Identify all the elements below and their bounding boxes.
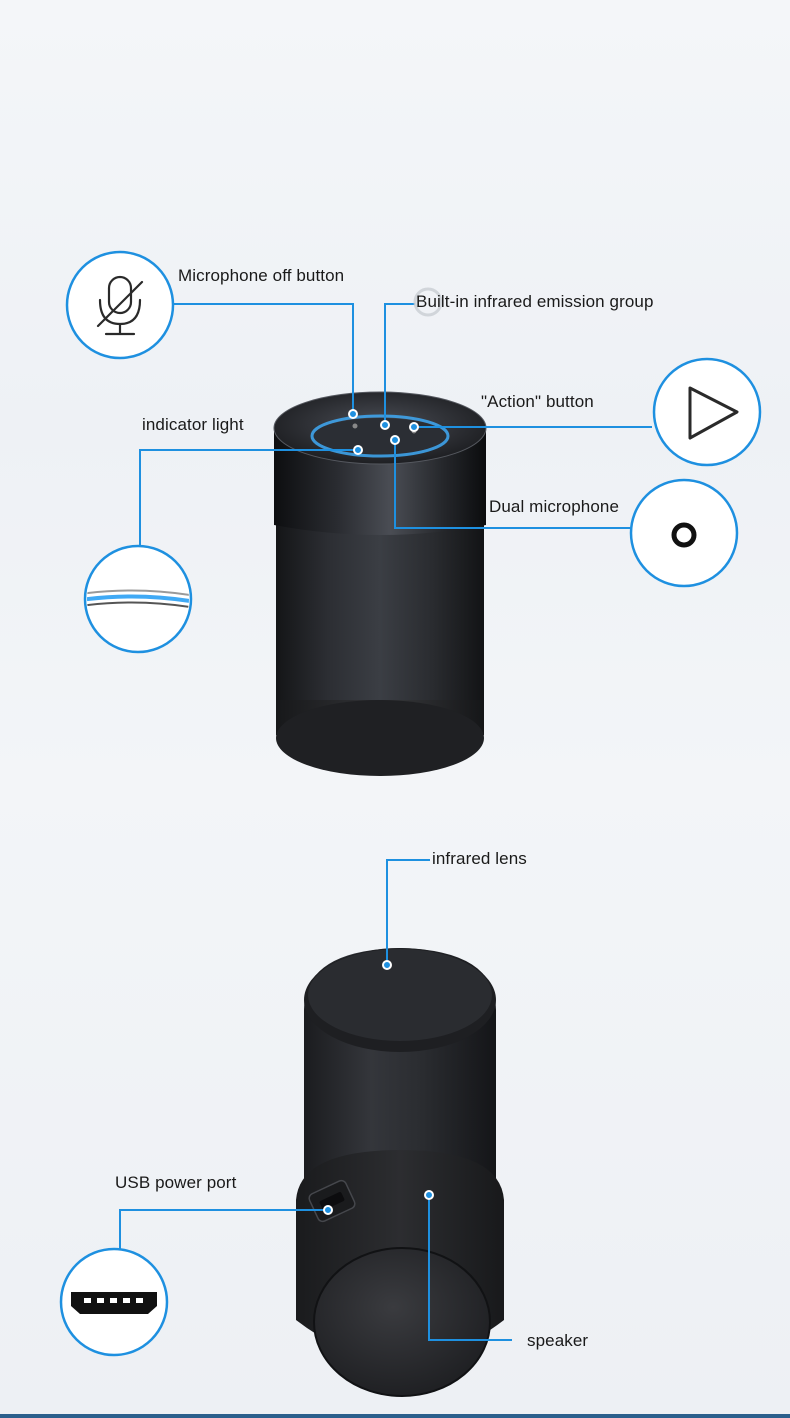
device-side-view [296, 948, 504, 1397]
label-usb-power-port: USB power port [115, 1173, 237, 1192]
bottom-border [0, 1414, 790, 1418]
label-microphone-off: Microphone off button [178, 266, 345, 285]
label-dual-microphone: Dual microphone [489, 497, 620, 516]
microphone-off-icon [65, 250, 175, 360]
usb-port-icon [59, 1247, 169, 1357]
label-speaker: speaker [527, 1331, 589, 1350]
callout-points [323, 409, 434, 1215]
ring-icon [629, 478, 739, 588]
callout-lines [119, 303, 652, 1341]
indicator-light-icon [83, 544, 193, 654]
label-infrared-emission: Built-in infrared emission group [416, 292, 654, 311]
play-icon [652, 357, 762, 467]
label-action-button: "Action" button [481, 392, 594, 411]
label-indicator-light: indicator light [142, 415, 244, 434]
label-infrared-lens: infrared lens [432, 849, 527, 868]
device-top-view [273, 391, 487, 776]
